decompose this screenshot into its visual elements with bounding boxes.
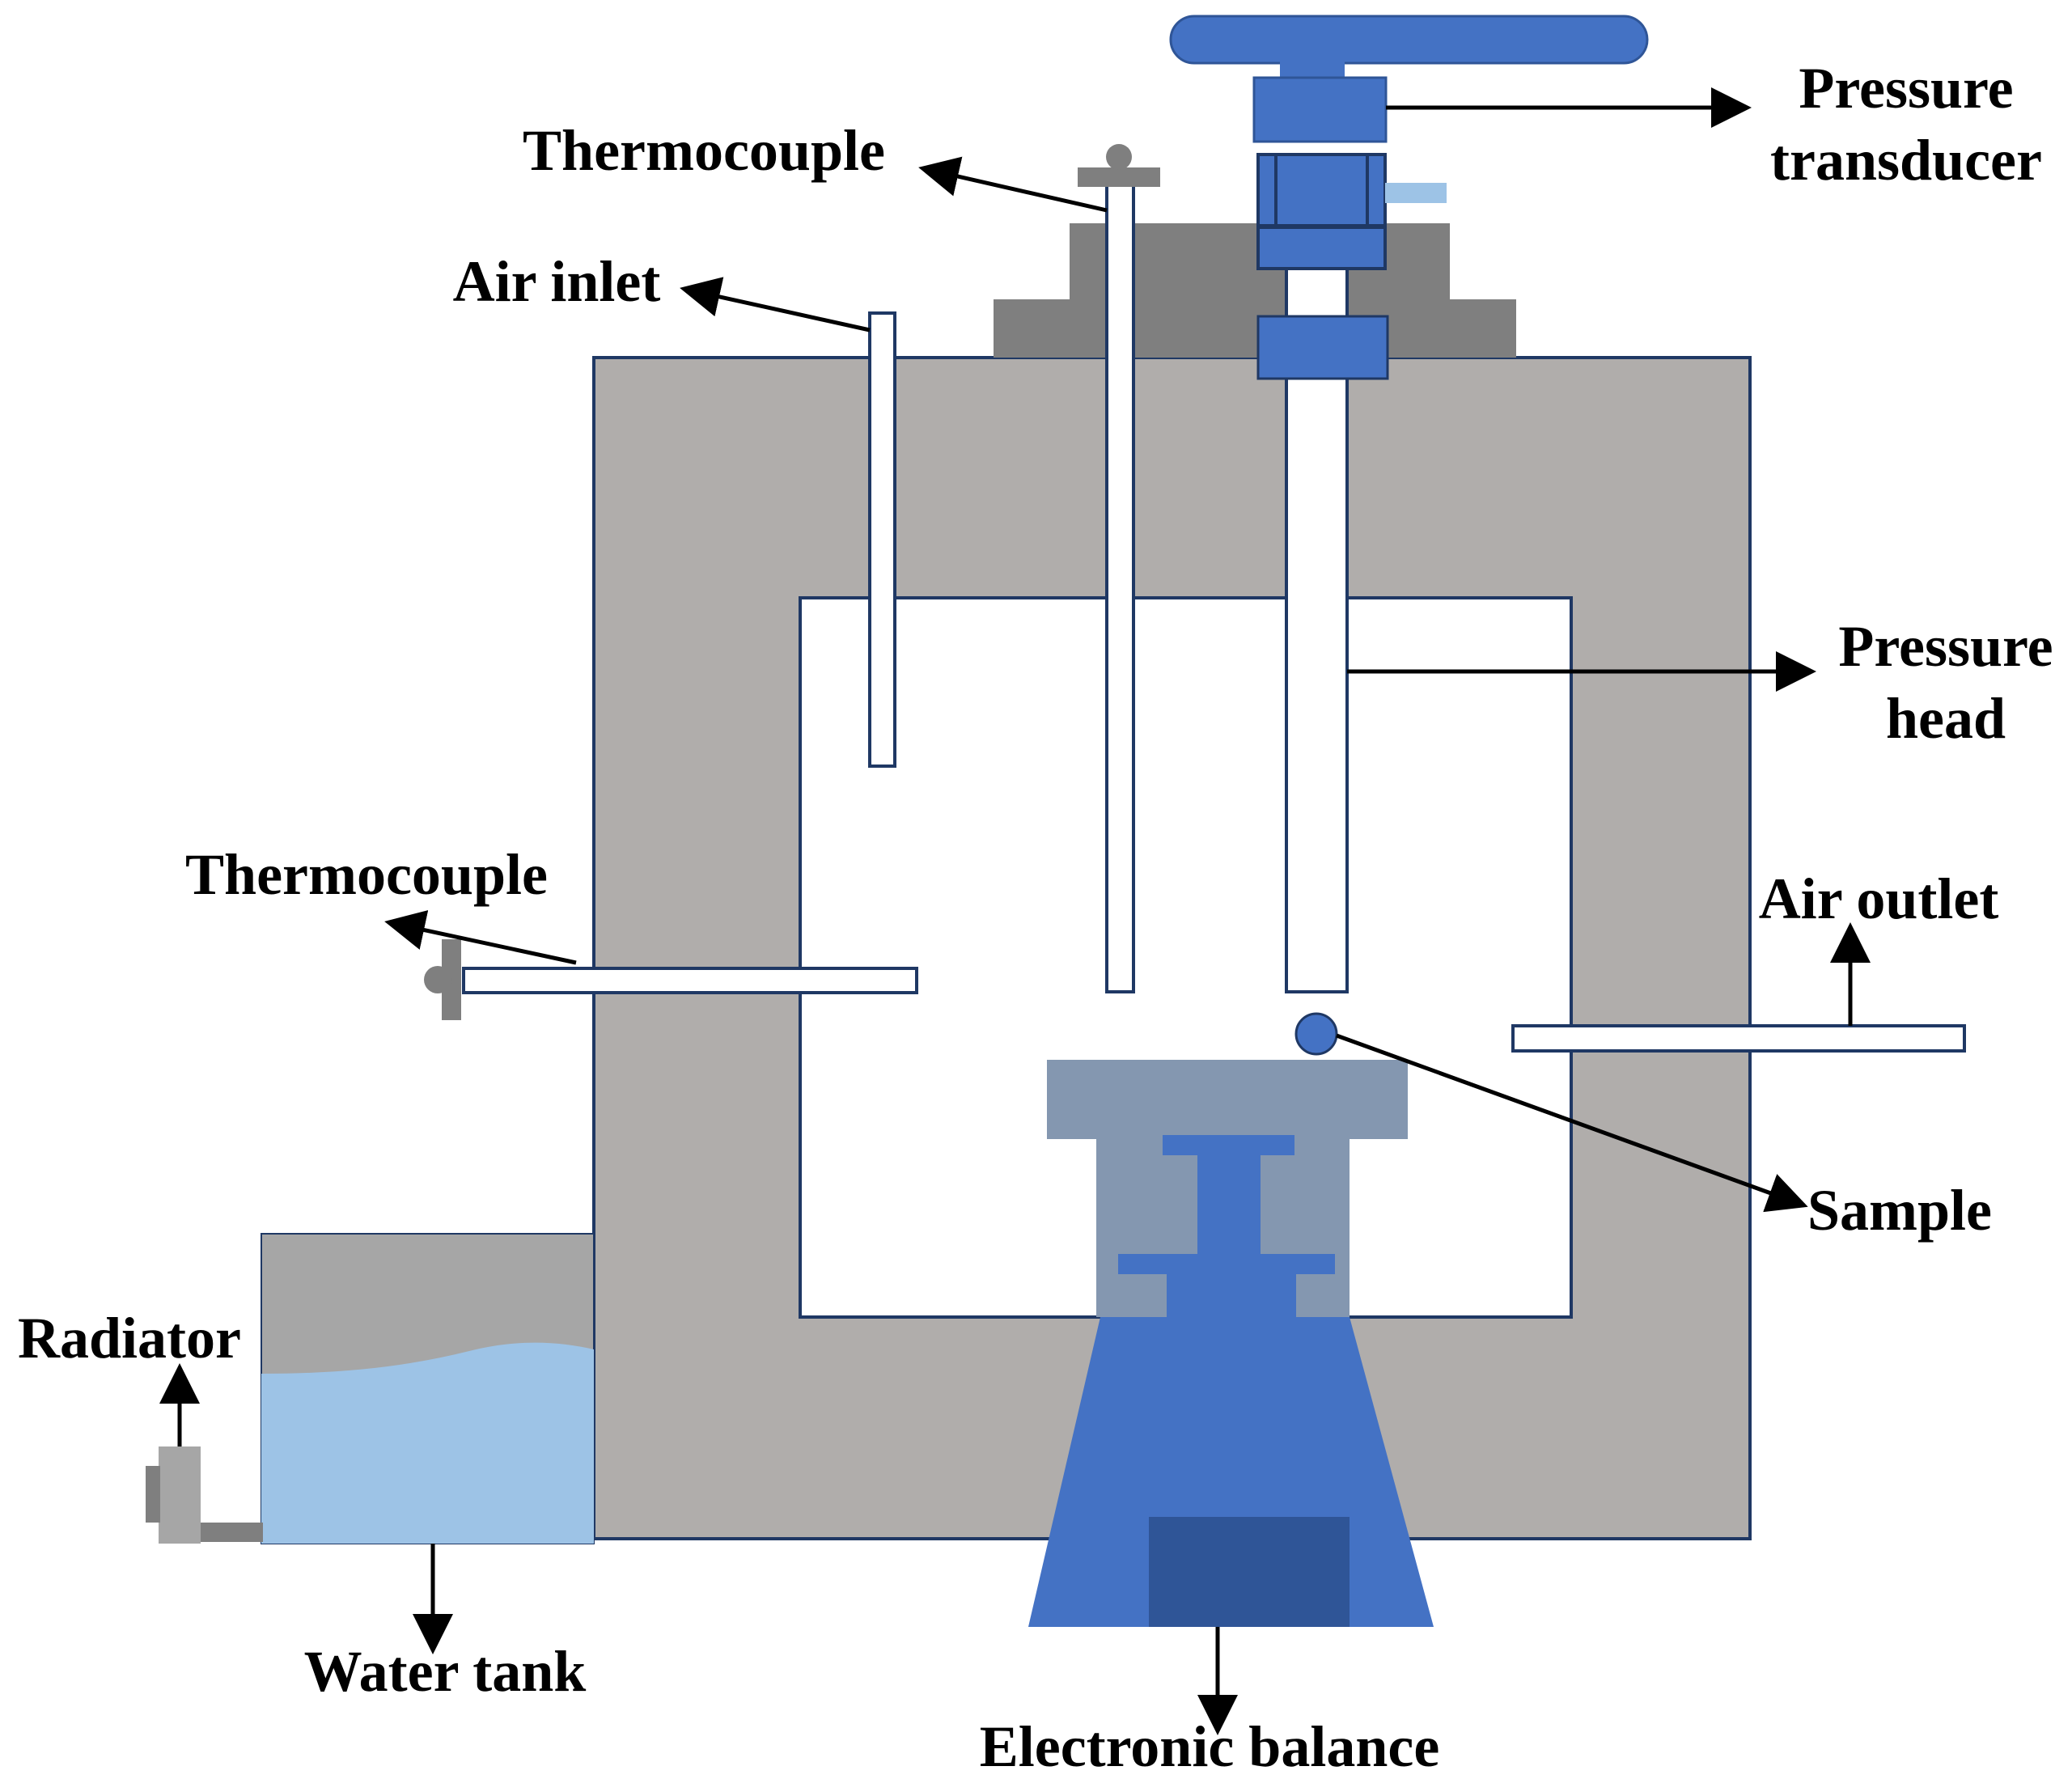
transducer-valve (1256, 153, 1387, 270)
label-thermocouple-side: Thermocouple (185, 842, 548, 907)
label-pressure-transducer-line1: Pressure (1799, 56, 2013, 121)
transducer-body (1252, 76, 1388, 143)
air-outlet-tube (1511, 1024, 1966, 1053)
radiator-fin (146, 1466, 160, 1523)
thermocouple-top-knob (1106, 144, 1132, 170)
water-body (261, 1342, 594, 1544)
label-pressure-head-line2: head (1886, 686, 2006, 751)
transducer-port (1385, 183, 1447, 203)
label-pressure-head-line1: Pressure (1838, 614, 2053, 679)
thermocouple-top-tube (1105, 183, 1135, 993)
thermocouple-top-cap (1078, 167, 1160, 187)
label-air-outlet: Air outlet (1759, 866, 1999, 931)
air-inlet-tube (868, 311, 896, 768)
balance-display (1149, 1517, 1350, 1627)
arrow-air-inlet (680, 277, 871, 333)
radiator-body (159, 1446, 201, 1544)
label-radiator: Radiator (18, 1306, 241, 1370)
label-pressure-transducer-line2: transducer (1770, 128, 2042, 193)
arrow-sample (1336, 1033, 1808, 1213)
top-lid-block (994, 223, 1516, 358)
thermocouple-side-knob (424, 966, 451, 993)
thermocouple-side-tube (462, 967, 918, 994)
label-electronic-balance: Electronic balance (980, 1714, 1440, 1779)
transducer-handle (1169, 15, 1649, 65)
label-thermocouple-top: Thermocouple (523, 118, 885, 183)
sample-ball (1294, 1012, 1338, 1056)
pressure-head-collar (1256, 315, 1389, 380)
arrow-thermocouple-top (918, 156, 1108, 213)
radiator-pipe (198, 1523, 263, 1542)
label-air-inlet: Air inlet (453, 249, 661, 314)
stage-spindle (1118, 1135, 1335, 1317)
label-water-tank: Water tank (304, 1639, 587, 1704)
arrow-thermocouple-side (384, 910, 577, 965)
label-sample: Sample (1807, 1178, 1992, 1243)
